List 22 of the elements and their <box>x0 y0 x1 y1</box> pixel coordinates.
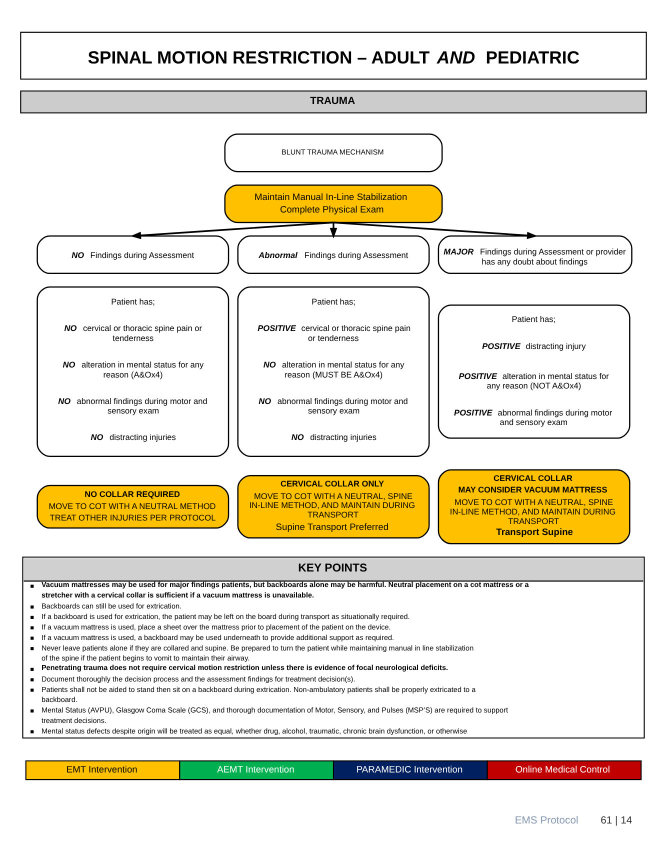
node-box: Patient has; POSITIVE distracting injury POSITIVE alteration in mental status for any reason (NOT A&Ox4) POSITIVE abnormal findings during motor and sensory exam <box>438 304 630 439</box>
legend-label: AEMT Intervention <box>217 764 294 774</box>
label: TRAUMA <box>310 96 356 108</box>
arrow <box>130 222 334 240</box>
diagram-title: SPINAL MOTION RESTRICTION – ADULT AND PEDIATRIC <box>88 48 580 68</box>
arrow <box>333 222 538 240</box>
node-box: MAJOR Findings during Assessment or provider has any doubt about findings <box>438 235 632 274</box>
legend-label: Online Medical Control <box>515 764 610 774</box>
legend-label: EMT Intervention <box>66 764 138 774</box>
label: EMS Protocol <box>514 816 578 827</box>
label: 61 | 14 <box>600 816 632 827</box>
node-box: NO Findings during Assessment <box>36 235 230 274</box>
arrow <box>330 222 338 239</box>
node-box: Patient has; POSITIVE cervical or thoracic spine pain or tenderness NO alteration in mental status for any reason (MUST BE A&Ox4) NO abnormal findings during motor and sensory exam NO distracting injuries <box>237 286 430 457</box>
node-box: Patient has; NO cervical or thoracic spine pain or tenderness NO alteration in mental status for any reason (A&Ox4) NO abnormal findings during motor and sensory exam NO distracting injuries <box>36 286 230 457</box>
node-box: Maintain Manual In-Line Stabilization Complete Physical Exam <box>224 184 443 224</box>
node-box: BLUNT TRAUMA MECHANISM <box>224 134 443 172</box>
legend-label: PARAMEDIC Intervention <box>356 764 463 774</box>
node-box: NO COLLAR REQUIRED MOVE TO COT WITH A NEUTRAL METHOD TREAT OTHER INJURIES PER PROTOCOL <box>36 484 230 529</box>
node-box: CERVICAL COLLAR ONLY MOVE TO COT WITH A NEUTRAL, SPINE IN-LINE METHOD, AND MAINTAIN DURING TRANSPORT Supine Transport Preferred <box>237 474 430 539</box>
node-box: CERVICAL COLLAR MAY CONSIDER VACUUM MATTRESS MOVE TO COT WITH A NEUTRAL, SPINE IN-LINE METHOD, AND MAINTAIN DURING TRANSPORT Transport Supine <box>438 469 630 544</box>
node-box: Abnormal Findings during Assessment <box>237 235 430 274</box>
